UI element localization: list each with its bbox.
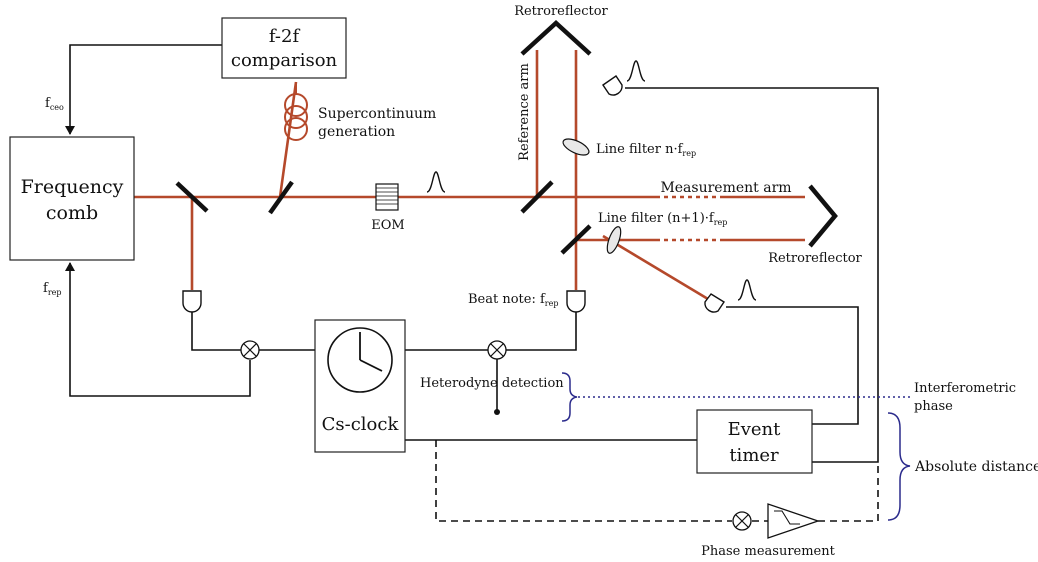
line-filter-n1: [606, 226, 622, 254]
frep-label: frep: [43, 281, 62, 297]
top-detector-to-timer: [625, 87, 879, 463]
beam-to-supercontinuum: [278, 81, 298, 198]
supercontinuum-label-line1: Supercontinuum: [318, 106, 436, 122]
photodetector-icon: [704, 293, 725, 313]
timer-label-line1: Event: [728, 419, 782, 440]
clock-label: Cs-clock: [322, 414, 400, 435]
line-filter-n1-label: Line filter (n+1)·frep: [598, 211, 727, 227]
retroreflector-icon: [520, 19, 592, 56]
beam-splitter-icon: [175, 181, 209, 213]
absolute-distance-label: Absolute distance: [914, 459, 1038, 475]
measurement-arm-label: Measurement arm: [660, 180, 791, 196]
frep-wire: [65, 262, 251, 397]
timer-label-line2: timer: [729, 445, 779, 466]
line-filter-n-label: Line filter n·frep: [596, 142, 696, 158]
brace-icon: [887, 412, 911, 521]
f2f-comparison-box: f-2f comparison: [221, 17, 347, 79]
beam-to-line-filter-detector: [602, 234, 714, 304]
amplifier-filter-icon: [767, 503, 821, 539]
photodetector-icon: [566, 290, 586, 313]
heterodyne-node: [494, 409, 500, 415]
heterodyne-label: Heterodyne detection: [420, 376, 564, 391]
beam-splitter-icon: [268, 180, 294, 215]
pulse-icon: [426, 171, 446, 193]
mixer-icon: [732, 511, 752, 531]
brace-icon: [561, 372, 578, 422]
mixer-icon: [240, 340, 260, 360]
photodetector-icon: [602, 75, 623, 96]
beam-splitter-icon: [520, 180, 554, 214]
comb-label-line2: comb: [46, 202, 98, 224]
clock-face-icon: [327, 327, 393, 393]
f2f-label-line2: comparison: [231, 50, 338, 71]
beat-detector-wire: [506, 310, 577, 351]
interferometric-label-line2: phase: [914, 399, 953, 414]
line-filter-n: [562, 138, 590, 156]
eom-label: EOM: [371, 218, 404, 233]
meas-detector-to-timer: [726, 306, 859, 425]
f2f-label-line1: f-2f: [269, 26, 301, 47]
beam-splitter-icon: [560, 224, 592, 255]
phase-loop-dashed: [435, 440, 732, 522]
phase-measurement-label: Phase measurement: [701, 544, 835, 559]
amp-to-timer-dashed: [818, 462, 879, 522]
photodetector-icon: [182, 290, 202, 313]
ref-detector-wire: [191, 310, 241, 351]
comb-label-line1: Frequency: [21, 176, 124, 198]
reference-arm-label: Reference arm: [517, 63, 532, 161]
supercontinuum-label-line2: generation: [318, 124, 395, 140]
pulse-icon: [737, 279, 757, 301]
cs-clock-box: Cs-clock: [314, 319, 406, 453]
retroreflector-icon: [808, 184, 838, 248]
mixer-icon: [487, 340, 507, 360]
event-timer-box: Event timer: [696, 409, 813, 474]
frequency-comb-box: Frequency comb: [9, 136, 135, 261]
retroreflector-top-label: Retroreflector: [514, 4, 608, 19]
retroreflector-right-label: Retroreflector: [768, 251, 862, 266]
electrical-wires: [65, 44, 879, 522]
pulse-icon: [626, 60, 646, 82]
fceo-wire: [65, 44, 222, 135]
beat-note-label: Beat note: frep: [468, 292, 558, 308]
fceo-label: fceo: [45, 96, 64, 112]
fiber-coil-icon: [284, 82, 308, 141]
interferometric-label-line1: Interferometric: [914, 381, 1016, 396]
eom-modulator: EOM: [371, 183, 405, 233]
